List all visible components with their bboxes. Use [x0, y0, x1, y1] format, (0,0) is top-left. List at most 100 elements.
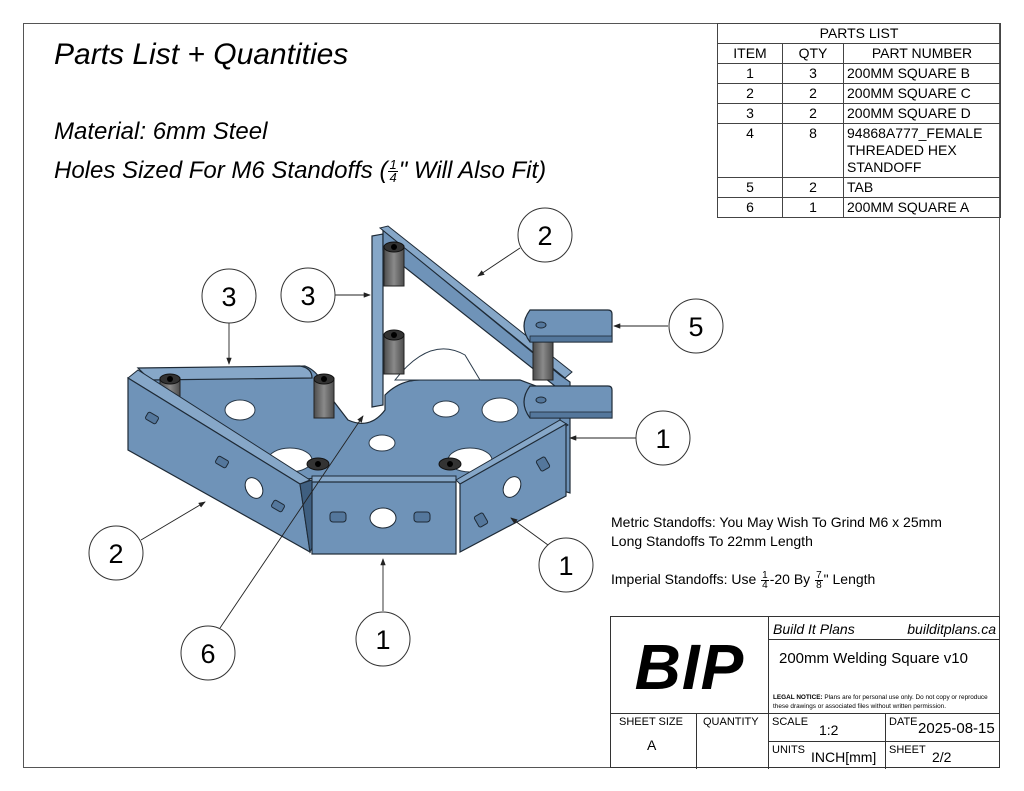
units-cell: UNITS INCH[mm] [769, 742, 886, 769]
balloon-label: 3 [300, 281, 315, 311]
back-wall-left [136, 365, 313, 381]
holes-note-suffix: " Will Also Fit) [398, 157, 547, 184]
cell-part-line: 94868A777_FEMALE [847, 125, 983, 141]
quantity-cell: QUANTITY [697, 714, 769, 769]
rear-upright-plate [371, 233, 384, 408]
frac-num: 1 [761, 570, 769, 581]
standoff [438, 457, 462, 471]
parts-list-title: PARTS LIST [717, 23, 1001, 44]
date-cell: DATE 2025-08-15 [886, 714, 1000, 742]
legal-text: Plans are for personal use only. Do not … [773, 694, 988, 710]
sheet-border [23, 23, 1000, 768]
page-title: Parts List + Quantities [54, 38, 349, 71]
cell-qty: 1 [782, 197, 844, 218]
tab-lower [523, 385, 613, 419]
balloon-6 [180, 625, 236, 681]
leader-1-lowright [510, 517, 549, 546]
balloon-2-top [517, 207, 573, 263]
imperial-mid: -20 By [769, 571, 815, 588]
bip-logo: BIP [611, 617, 769, 714]
back-wall-top-edge [378, 225, 573, 379]
date-label: DATE [889, 716, 918, 728]
frac-den: 4 [389, 170, 397, 186]
table-row: 3 2 200MM SQUARE D [717, 103, 1001, 124]
legal-label: LEGAL NOTICE: [773, 694, 823, 701]
drawing-title: 200mm Welding Square v10 [779, 650, 968, 667]
front-wall-right [455, 419, 569, 553]
cell-part: 200MM SQUARE C [843, 83, 1001, 104]
metric-note-line2: Long Standoffs To 22mm Length [611, 533, 813, 549]
standoff [383, 241, 405, 287]
front-wall-center [311, 475, 457, 555]
table-row: 2 2 200MM SQUARE C [717, 83, 1001, 104]
balloon-label: 6 [200, 639, 215, 669]
parts-list-table: PARTS LIST ITEM QTY PART NUMBER 1 3 200M… [717, 23, 1001, 218]
balloon-label: 1 [558, 551, 573, 581]
table-row: 6 1 200MM SQUARE A [717, 197, 1001, 218]
legal-notice: LEGAL NOTICE: Plans are for personal use… [773, 693, 998, 711]
plate-hole [432, 400, 460, 418]
scale-label: SCALE [772, 716, 809, 728]
quantity-label: QUANTITY [703, 716, 759, 728]
imperial-suffix: " Length [823, 571, 876, 588]
cell-part-line: THREADED HEX [847, 142, 957, 158]
company-name: Build It Plans [773, 621, 855, 637]
standoff [383, 329, 405, 375]
front-wall-left [127, 369, 313, 554]
sheet-value: 2/2 [932, 749, 952, 765]
table-row: 4 8 94868A777_FEMALE THREADED HEX STANDO… [717, 123, 1001, 178]
cell-part: 200MM SQUARE B [843, 63, 1001, 84]
date-value: 2025-08-15 [918, 720, 995, 737]
balloon-label: 1 [375, 625, 390, 655]
standoff [532, 339, 554, 381]
frac-den: 4 [762, 580, 768, 591]
standoff [306, 457, 330, 471]
header-item: ITEM [717, 43, 783, 64]
balloon-3-left [201, 268, 257, 324]
sheet-size-cell: SHEET SIZE A [611, 714, 697, 769]
balloon-1-bottom [355, 611, 411, 667]
plate-cutout [393, 348, 481, 381]
balloon-label: 2 [108, 539, 123, 569]
plate-hole [481, 397, 519, 423]
drawing-title-cell: 200mm Welding Square v10 LEGAL NOTICE: P… [769, 640, 1000, 714]
leader-2-left [140, 501, 206, 541]
leader-2-top [477, 247, 521, 277]
balloon-5 [668, 298, 724, 354]
table-row: 1 3 200MM SQUARE B [717, 63, 1001, 84]
tab-upper [523, 309, 613, 343]
imperial-prefix: Imperial Standoffs: Use [611, 571, 761, 588]
header-part-number: PART NUMBER [843, 43, 1001, 64]
balloon-1-lowright [538, 537, 594, 593]
balloon-label: 1 [655, 424, 670, 454]
scale-value: 1:2 [819, 722, 839, 738]
cell-part-line: STANDOFF [847, 159, 922, 175]
cell-part: 200MM SQUARE A [843, 197, 1001, 218]
balloon-2-left [88, 525, 144, 581]
metric-note-line1: Metric Standoffs: You May Wish To Grind … [611, 514, 942, 530]
balloon-label: 3 [221, 282, 236, 312]
leader-6 [219, 415, 364, 629]
balloon-3-mid [280, 267, 336, 323]
units-value: INCH[mm] [811, 749, 877, 765]
company-url: builditplans.ca [907, 621, 996, 637]
balloon-label: 2 [537, 221, 552, 251]
holes-note-prefix: Holes Sized For M6 Standoffs ( [54, 157, 388, 184]
scale-cell: SCALE 1:2 [769, 714, 886, 742]
units-label: UNITS [772, 744, 805, 756]
frac-num: 7 [815, 570, 823, 581]
sheet-size-label: SHEET SIZE [619, 716, 683, 728]
cell-item: 4 [717, 123, 783, 178]
company-row: Build It Plans builditplans.ca [769, 617, 1000, 640]
table-row: 5 2 TAB [717, 177, 1001, 198]
balloon-1-right [635, 410, 691, 466]
cell-part: 94868A777_FEMALE THREADED HEX STANDOFF [843, 123, 1001, 178]
frac-num: 1 [388, 157, 398, 173]
plate-hole [224, 399, 256, 421]
sheet-label: SHEET [889, 744, 926, 756]
